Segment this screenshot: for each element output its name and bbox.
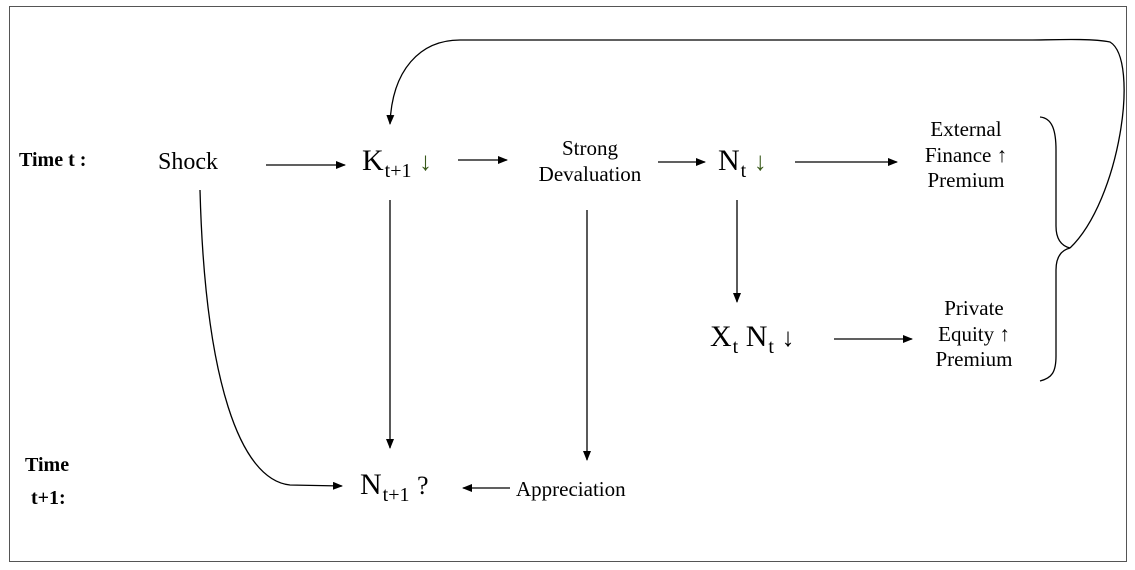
xn-n-symbol: N: [745, 320, 768, 353]
k-next-node: Kt+1 ↓: [362, 144, 433, 182]
strong-label: Strong: [561, 136, 618, 160]
diagram-frame: [9, 6, 1127, 562]
private-label: Private: [944, 296, 1004, 320]
finance-label: Finance ↑: [924, 142, 1008, 167]
external-finance-premium-node: External Finance ↑ Premium: [910, 117, 1022, 194]
xn-node: Xt Nt ↓: [710, 320, 795, 358]
private-equity-premium-node: Private Equity ↑ Premium: [918, 296, 1030, 373]
n-t-node: Nt ↓: [718, 144, 767, 182]
xn-down-arrow: ↓: [781, 323, 795, 352]
x-subscript: t: [732, 336, 739, 358]
k-subscript: t+1: [384, 160, 412, 182]
devaluation-label: Devaluation: [538, 161, 642, 186]
shock-node: Shock: [158, 149, 218, 175]
n1-symbol: N: [360, 468, 382, 501]
question-mark: ?: [417, 471, 429, 500]
n-next-node: Nt+1 ?: [360, 468, 429, 506]
time-t1-label-line2: t+1:: [31, 487, 66, 509]
time-t-label: Time t :: [19, 149, 87, 171]
premium-label-2: Premium: [935, 347, 1013, 372]
n-symbol: N: [718, 144, 740, 177]
private-up-arrow: ↑: [999, 321, 1010, 346]
time-t1-label-line1: Time: [25, 454, 70, 476]
premium-label-1: Premium: [927, 168, 1005, 193]
external-label: External: [930, 117, 1002, 141]
external-up-arrow: ↑: [996, 142, 1008, 167]
arrow-feedback-loop: [386, 38, 1125, 249]
strong-devaluation-node: Strong Devaluation: [520, 136, 660, 187]
n-down-arrow: ↓: [753, 147, 767, 176]
k-down-arrow: ↓: [419, 147, 433, 176]
arrow-shock-to-n-next: [199, 189, 343, 490]
k-symbol: K: [362, 144, 384, 177]
appreciation-node: Appreciation: [516, 477, 626, 501]
n-subscript: t: [740, 160, 747, 182]
x-symbol: X: [710, 320, 732, 353]
premium-brace: [1039, 116, 1071, 382]
equity-label: Equity ↑: [938, 321, 1010, 346]
xn-n-subscript: t: [768, 336, 774, 358]
n1-subscript: t+1: [382, 484, 410, 506]
